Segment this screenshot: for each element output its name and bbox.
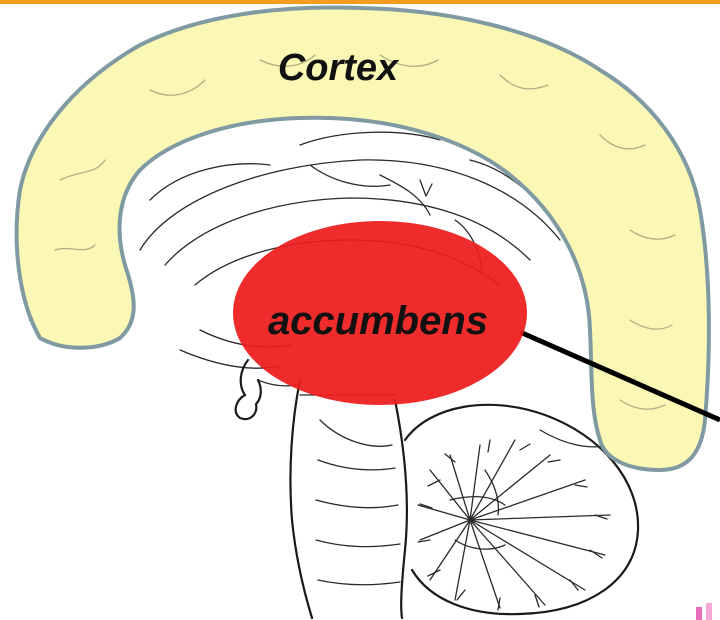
- corner-mark: [696, 603, 712, 620]
- cortex-label: Cortex: [278, 47, 400, 89]
- accumbens-label: accumbens: [268, 299, 488, 343]
- top-border: [0, 0, 720, 4]
